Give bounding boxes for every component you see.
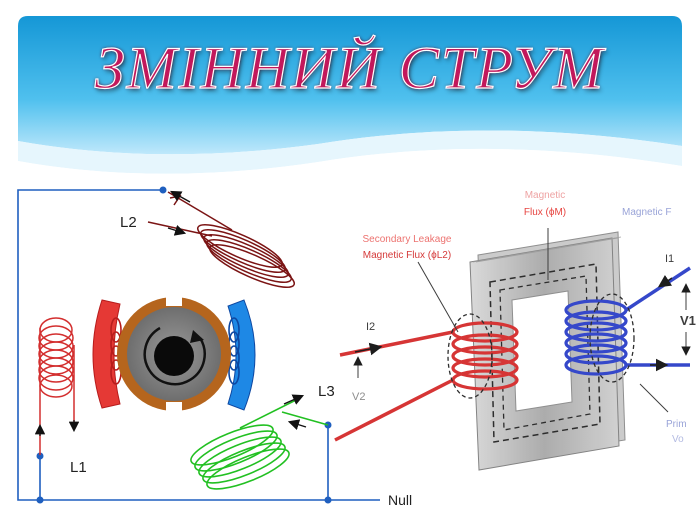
banner-sky: [18, 16, 682, 155]
title-banner: [18, 16, 682, 206]
primary-leader: [639, 383, 669, 413]
coil-l1: [38, 317, 75, 455]
banner-wave-3: [18, 170, 682, 206]
stator-blue: [227, 299, 256, 411]
banner-wave-1: [18, 130, 682, 174]
label-l3: L3: [318, 383, 335, 400]
wiring: [17, 189, 380, 501]
primary-label: Prim: [666, 419, 687, 430]
coil-l2: [147, 191, 296, 288]
node-top: [159, 186, 167, 194]
node-bottom-left: [36, 496, 44, 504]
label-l1: L1: [70, 459, 87, 476]
rotor-slot-top: [166, 296, 182, 306]
rotation-arrow: [143, 326, 206, 386]
label-null: Null: [388, 492, 412, 508]
secondary-flux-label: Magnetic Flux (ϕL2): [363, 250, 451, 261]
secondary-leakage-label: Secondary Leakage: [363, 234, 452, 245]
flux-symbol-label: Flux (ϕM): [524, 207, 566, 218]
label-l2: L2: [120, 214, 137, 231]
banner-wave-2: [18, 148, 682, 194]
l3-arrow-2: [287, 419, 307, 431]
node-bottom-right: [324, 496, 332, 504]
leakage-leader: [417, 261, 459, 333]
i1-arrow: [657, 274, 673, 288]
v1-label: V1: [680, 313, 696, 328]
l2-arrow-1: [170, 190, 191, 203]
l2-arrow-2: [167, 224, 187, 236]
page-title: ЗМІННИЙ СТРУМ: [94, 34, 606, 101]
node-l1: [36, 452, 44, 460]
secondary-leakage-loop: [447, 313, 493, 399]
pole-winding-right: [228, 317, 240, 385]
l3-arrow-1: [283, 394, 305, 405]
transformer-core: [469, 231, 626, 471]
rotor-shaft: [154, 336, 194, 376]
v2-label: V2: [352, 391, 365, 403]
secondary-coil: [334, 321, 519, 442]
magnetic-flux-label: Magnetic: [525, 190, 566, 201]
transformer: Magnetic Flux (ϕM) Secondary Leakage Mag…: [334, 190, 696, 471]
i2-arrow: [354, 342, 383, 356]
primary-flux-label: Magnetic F: [622, 207, 671, 218]
rotation-arrowhead: [190, 330, 204, 343]
primary-leakage-loop: [589, 293, 635, 383]
i2-label: I2: [366, 321, 375, 333]
stator-red: [92, 299, 121, 409]
i1-label: I1: [665, 253, 674, 265]
primary-label-2: Vo: [672, 434, 684, 445]
coil-l3: [190, 397, 329, 490]
rotor-slot-bottom: [166, 402, 182, 412]
generator-diagram: L2 L1 L3 Null: [17, 186, 412, 508]
